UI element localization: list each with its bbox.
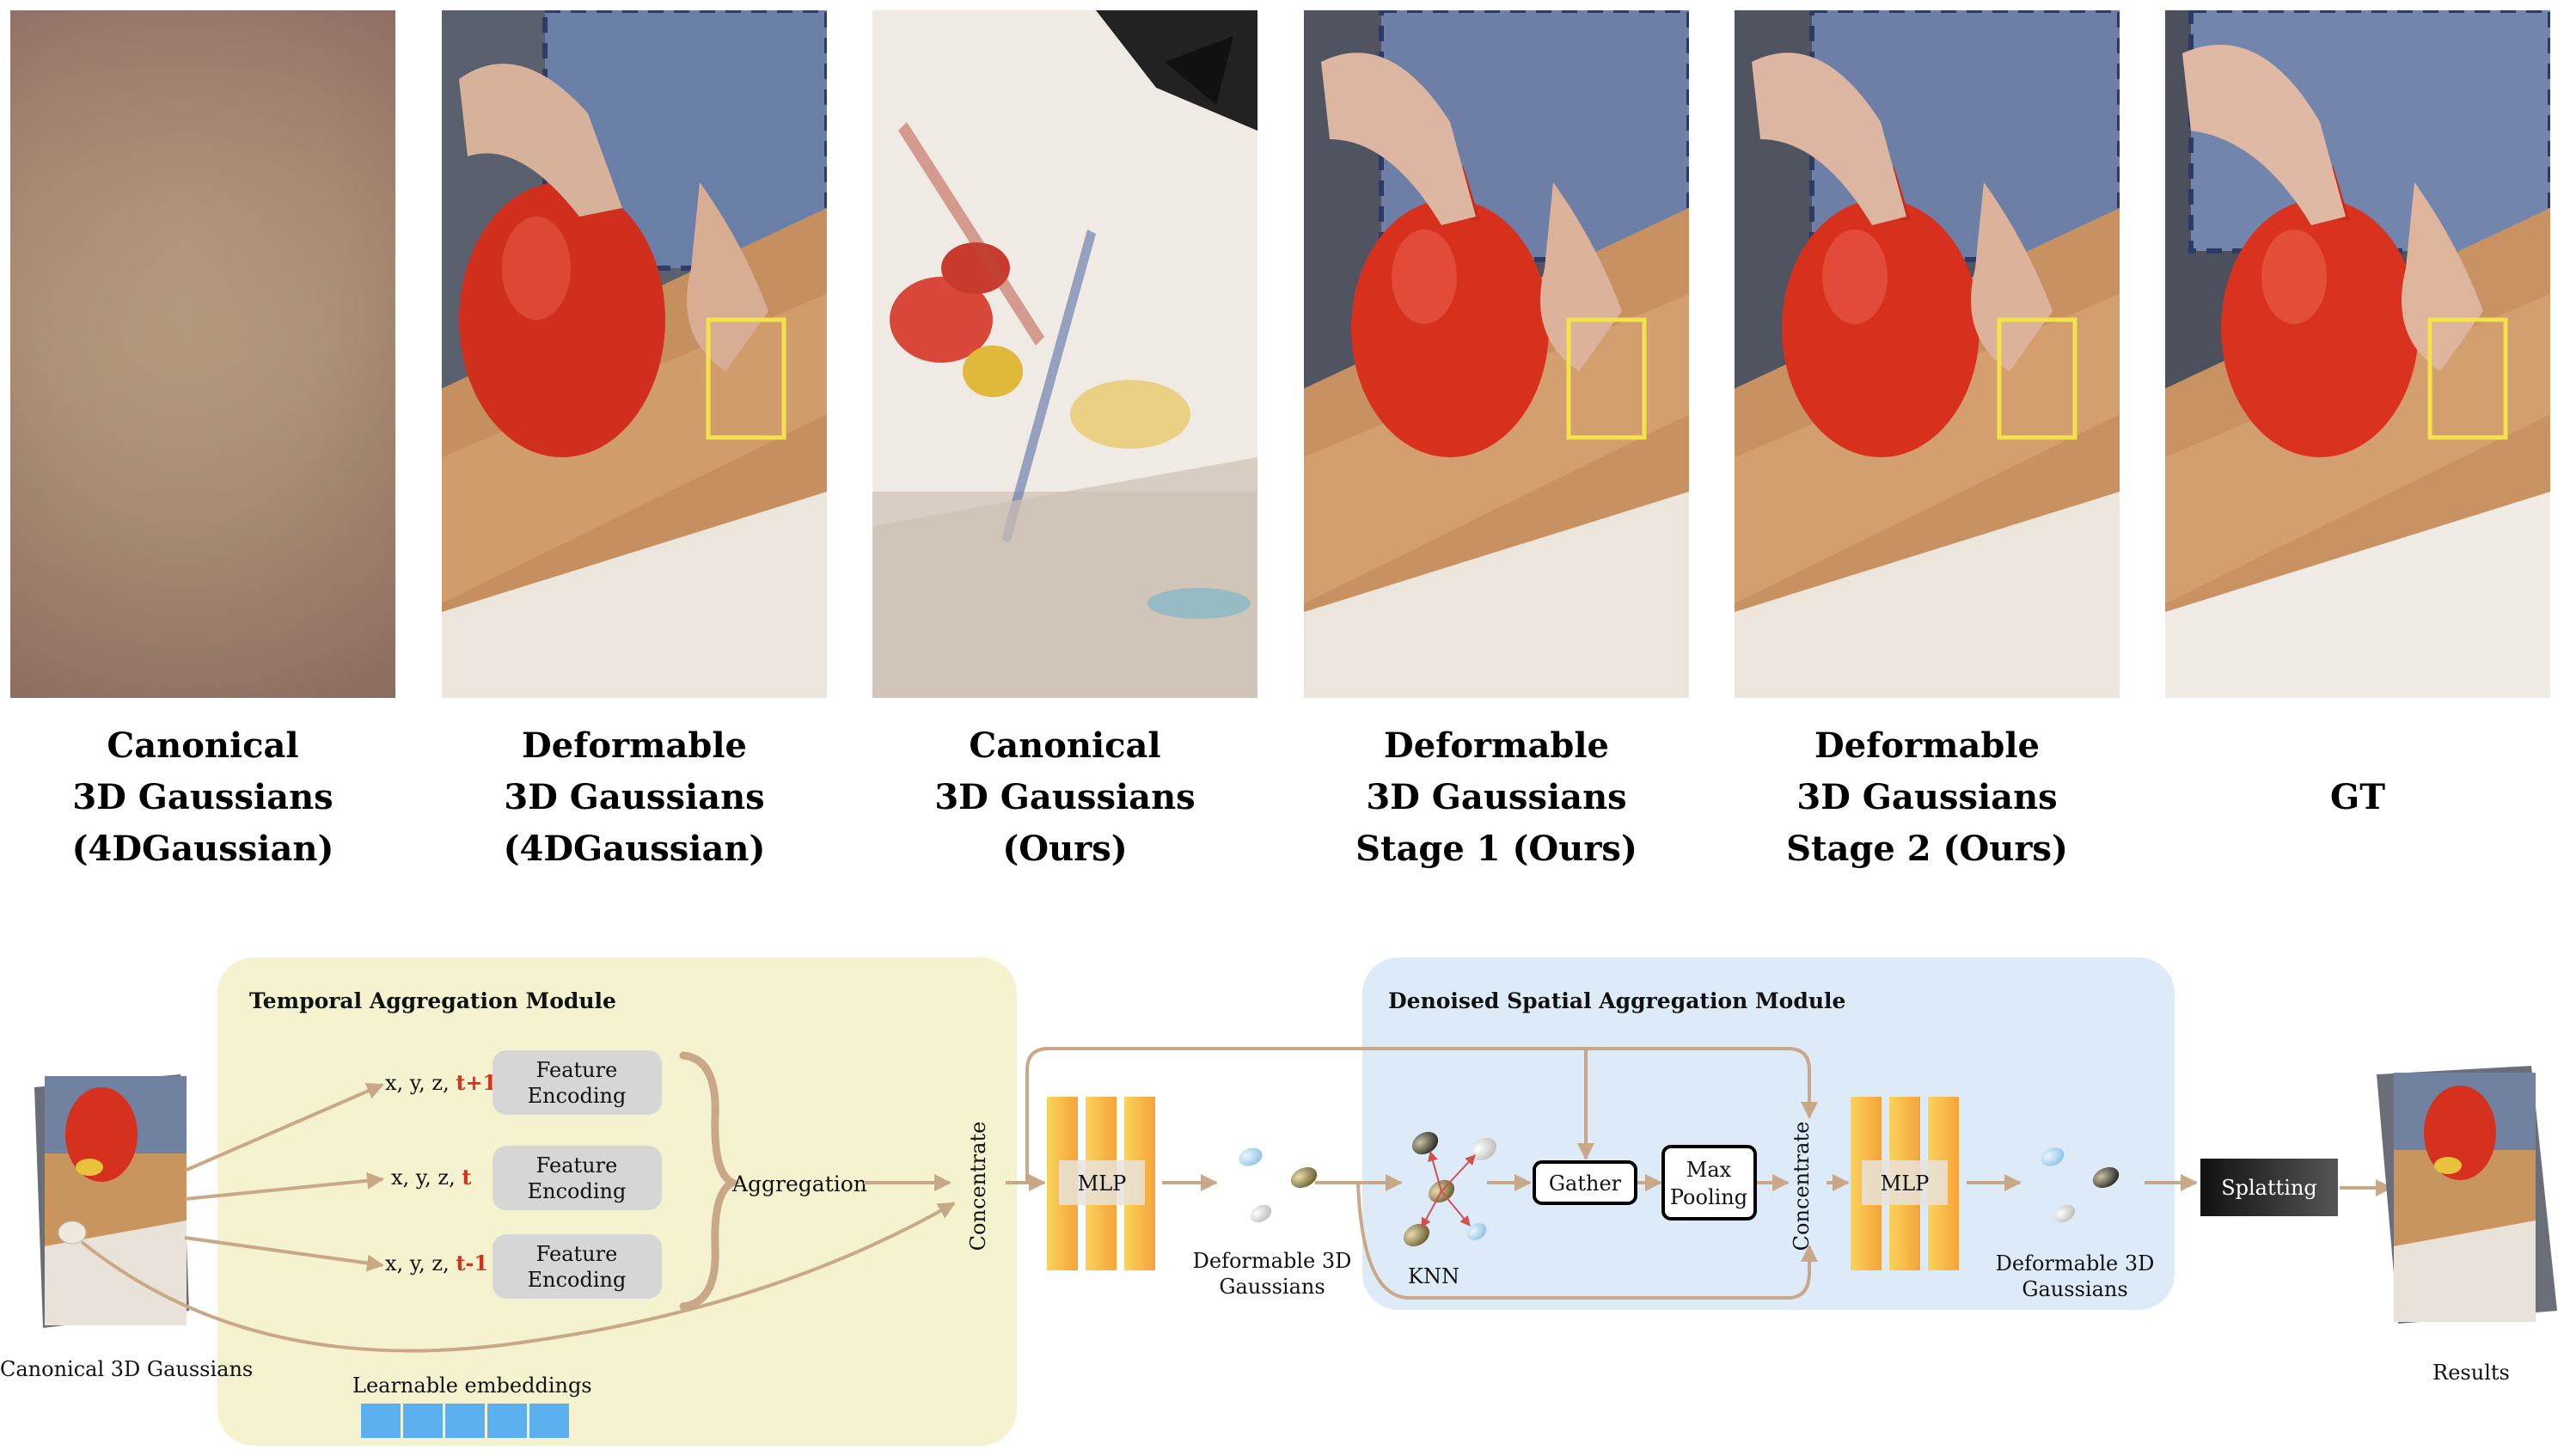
- caption-line: 3D Gaussians: [504, 777, 765, 817]
- arrow-input-t1: [184, 1083, 384, 1172]
- caption-line: Deformable: [1814, 725, 2040, 766]
- input-t: x, y, z, t: [391, 1165, 471, 1190]
- deformable-label-2: Deformable 3D: [1996, 1251, 2155, 1276]
- arrow-input-t-1: [184, 1236, 384, 1272]
- deformable-gaussians-1: [1239, 1147, 1318, 1223]
- gather-box: Gather: [1533, 1160, 1637, 1205]
- caption-gt: GT: [2143, 772, 2570, 823]
- deformable-label-1: Deformable 3D: [1193, 1249, 1352, 1273]
- caption-canonical-4dgaussian: Canonical 3D Gaussians (4DGaussian): [0, 720, 418, 875]
- input-xyz: x, y, z,: [385, 1251, 456, 1276]
- panel-deformable-stage1: [1304, 10, 1689, 698]
- input-t-minus-1: x, y, z, t-1: [385, 1251, 488, 1276]
- deformable-label-1b: Gaussians: [1219, 1275, 1325, 1299]
- svg-text:Feature: Feature: [536, 1153, 618, 1178]
- input-time: t: [462, 1165, 471, 1190]
- panel-deformable-stage2: [1735, 10, 2120, 698]
- svg-text:Encoding: Encoding: [528, 1268, 627, 1292]
- panel-gt: [2165, 10, 2550, 698]
- panel-canonical-ours: [872, 10, 1257, 698]
- caption-line: (4DGaussian): [71, 829, 334, 869]
- input-t-plus-1: x, y, z, t+1: [385, 1070, 497, 1095]
- svg-text:Pooling: Pooling: [1670, 1185, 1747, 1209]
- caption-line: 3D Gaussians: [1366, 777, 1627, 817]
- caption-deformable-stage2: Deformable 3D Gaussians Stage 2 (Ours): [1712, 720, 2142, 875]
- caption-line: (4DGaussian): [503, 829, 766, 869]
- caption-deformable-stage1: Deformable 3D Gaussians Stage 1 (Ours): [1282, 720, 1711, 875]
- input-xyz: x, y, z,: [391, 1165, 462, 1190]
- svg-text:Max: Max: [1686, 1158, 1732, 1182]
- spatial-module-title: Denoised Spatial Aggregation Module: [1388, 988, 1845, 1013]
- mlp-block-1: MLP: [1047, 1097, 1155, 1270]
- spatial-module-bg: [1362, 957, 2175, 1310]
- feature-encoding-1: Feature Encoding: [493, 1050, 662, 1115]
- caption-line: (Ours): [1002, 829, 1128, 869]
- pipeline-diagram: Temporal Aggregation Module Denoised Spa…: [0, 957, 2557, 1446]
- input-time: t+1: [456, 1070, 497, 1095]
- results-thumbnail: [2377, 1066, 2557, 1324]
- caption-line: Stage 2 (Ours): [1786, 829, 2068, 869]
- svg-text:MLP: MLP: [1078, 1172, 1127, 1196]
- arrow-bypass-top: [1025, 1047, 1818, 1183]
- svg-text:Encoding: Encoding: [528, 1179, 627, 1203]
- caption-line: Canonical: [969, 725, 1161, 766]
- caption-line: 3D Gaussians: [934, 777, 1196, 817]
- concentrate-label-1: Concentrate: [966, 1122, 990, 1251]
- caption-deformable-4dgaussian: Deformable 3D Gaussians (4DGaussian): [419, 720, 849, 875]
- aggregation-brace: [679, 1051, 742, 1311]
- caption-line: Deformable: [1384, 725, 1609, 766]
- caption-line: Stage 1 (Ours): [1355, 829, 1637, 869]
- caption-line: 3D Gaussians: [72, 777, 333, 817]
- deformable-label-2b: Gaussians: [2022, 1277, 2127, 1301]
- svg-text:Feature: Feature: [536, 1242, 618, 1266]
- knn-cluster: [1403, 1131, 1497, 1247]
- svg-text:MLP: MLP: [1881, 1172, 1930, 1196]
- caption-line: Canonical: [107, 725, 299, 766]
- input-time: t-1: [456, 1251, 488, 1276]
- results-label: Results: [2432, 1361, 2510, 1385]
- arrow-input-t: [184, 1172, 384, 1201]
- mlp-block-2: MLP: [1851, 1097, 1959, 1270]
- knn-label: KNN: [1408, 1264, 1459, 1288]
- learnable-embeddings: [361, 1404, 569, 1438]
- learnable-embeddings-label: Learnable embeddings: [352, 1373, 592, 1398]
- canonical-gaussians-label: Canonical 3D Gaussians: [0, 1357, 253, 1381]
- panel-canonical-4dgaussian: [10, 10, 395, 698]
- splatting-box: Splatting: [2200, 1159, 2338, 1216]
- aggregation-label: Aggregation: [731, 1172, 867, 1196]
- caption-line: Deformable: [522, 725, 747, 766]
- deformable-gaussians-2: [2041, 1147, 2120, 1223]
- caption-canonical-ours: Canonical 3D Gaussians (Ours): [850, 720, 1280, 875]
- caption-line: GT: [2330, 777, 2385, 817]
- arrow-bypass-bottom: [1356, 1182, 1818, 1300]
- arrow-embedding-bypass: [80, 1202, 956, 1353]
- svg-text:Encoding: Encoding: [528, 1084, 627, 1108]
- feature-encoding-2: Feature Encoding: [493, 1146, 662, 1210]
- svg-text:Feature: Feature: [536, 1058, 618, 1082]
- svg-text:Splatting: Splatting: [2221, 1176, 2317, 1200]
- concentrate-label-2: Concentrate: [1790, 1122, 1814, 1251]
- svg-text:Gather: Gather: [1549, 1172, 1622, 1196]
- temporal-module-title: Temporal Aggregation Module: [249, 988, 616, 1013]
- caption-line: 3D Gaussians: [1796, 777, 2058, 817]
- feature-encoding-3: Feature Encoding: [493, 1234, 662, 1299]
- input-xyz: x, y, z,: [385, 1071, 456, 1095]
- canonical-gaussians-thumbnail: [34, 1074, 189, 1328]
- max-pooling-box: Max Pooling: [1661, 1145, 1757, 1220]
- panel-deformable-4dgaussian: [442, 10, 827, 698]
